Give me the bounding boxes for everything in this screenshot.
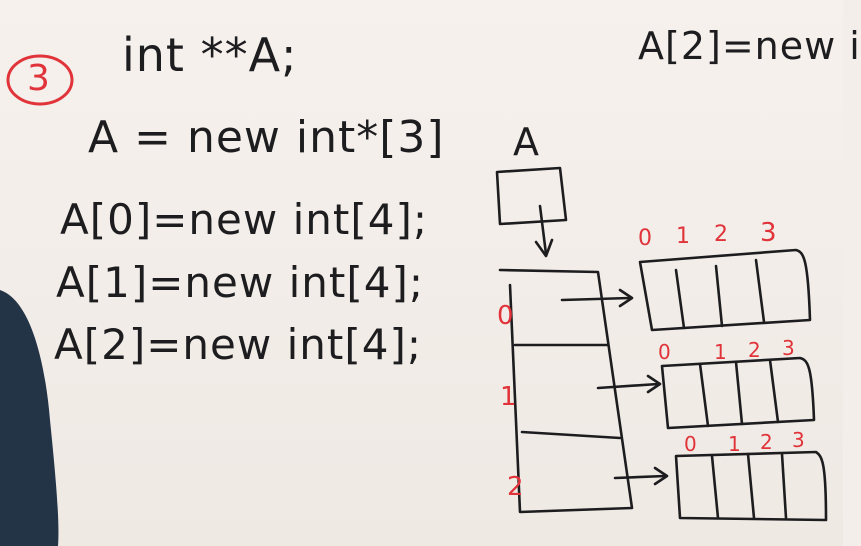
step-number: 3	[27, 58, 51, 99]
row1-arrow	[596, 382, 660, 390]
col-index-r1-2: 2	[748, 338, 762, 362]
code-top-right-partial: A[2]=new i	[638, 24, 861, 68]
code-row0: A[0]=new int[4];	[60, 195, 428, 244]
row-index-0: 0	[497, 301, 515, 331]
pointer-array-divider-2	[520, 430, 622, 440]
col-index-r2-1: 1	[728, 432, 742, 456]
col-index-r1-0: 0	[658, 340, 672, 364]
col-index-r1-1: 1	[714, 340, 728, 364]
pointer-arrow	[538, 204, 548, 256]
step-circle	[6, 54, 74, 106]
col-index-r0-2: 2	[714, 222, 729, 247]
row2-array	[674, 450, 828, 522]
row0-arrow	[560, 296, 632, 302]
pointer-array	[498, 268, 634, 514]
row0-array	[638, 248, 812, 332]
col-index-r2-3: 3	[792, 428, 806, 452]
presenter-shoulder	[0, 290, 59, 546]
code-row2: A[2]=new int[4];	[54, 320, 422, 369]
col-index-r2-0: 0	[684, 432, 698, 456]
row2-arrow	[613, 474, 667, 480]
code-allocate-rows: A = new int*[3]	[88, 112, 445, 163]
pointer-label: A	[513, 120, 540, 164]
col-index-r1-3: 3	[782, 336, 796, 360]
code-declaration: int **A;	[122, 28, 298, 82]
row1-array	[660, 356, 816, 430]
col-index-r2-2: 2	[760, 430, 774, 454]
pointer-box	[495, 166, 568, 226]
col-index-r0-1: 1	[676, 224, 691, 249]
memory-diagram	[495, 166, 828, 522]
col-index-r0-0: 0	[638, 226, 653, 251]
code-row1: A[1]=new int[4];	[56, 258, 424, 307]
row-index-1: 1	[500, 382, 518, 412]
col-index-r0-3: 3	[760, 218, 778, 248]
row-index-2: 2	[507, 472, 525, 502]
